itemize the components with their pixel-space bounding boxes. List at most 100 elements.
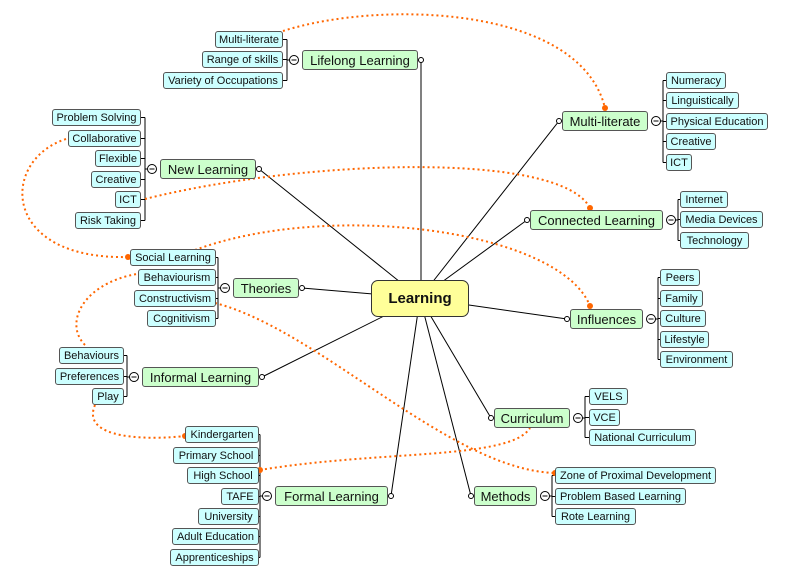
central-connector [419,297,492,419]
leaf-environment-label: Environment [665,353,728,366]
leaf-preferences-label: Preferences [59,370,120,383]
leaf-primary-school-label: Primary School [178,449,254,462]
leaf-zone-of-proximal-development[interactable]: Zone of Proximal Development [555,467,716,484]
leaf-problem-based-learning-label: Problem Based Learning [559,490,682,503]
leaf-rote-learning[interactable]: Rote Learning [555,508,636,525]
leaf-flexible-label: Flexible [99,152,137,165]
leaf-risk-taking-label: Risk Taking [79,214,137,227]
leaf-problem-solving[interactable]: Problem Solving [52,109,141,126]
connector-knob [564,316,570,322]
leaf-risk-taking[interactable]: Risk Taking [75,212,141,229]
leaf-creative[interactable]: Creative [666,133,716,150]
relationship-line [144,166,591,209]
leaf-high-school[interactable]: High School [187,467,259,484]
leaf-constructivism[interactable]: Constructivism [134,290,216,307]
topic-formal-label: Formal Learning [284,488,379,504]
leaf-technology[interactable]: Technology [680,232,749,249]
topic-multiliterate[interactable]: Multi-literate [562,111,648,131]
leaf-linguistically-label: Linguistically [671,94,734,107]
leaf-social-learning[interactable]: Social Learning [130,249,216,266]
connector-knob [256,166,262,172]
topic-theories[interactable]: Theories [233,278,299,298]
leaf-zone-of-proximal-development-label: Zone of Proximal Development [559,469,711,482]
leaf-collaborative-label: Collaborative [72,132,137,145]
leaf-ict[interactable]: ICT [115,191,141,208]
leaf-variety-of-occupations[interactable]: Variety of Occupations [163,72,283,89]
leaf-behaviours[interactable]: Behaviours [59,347,124,364]
leaf-physical-education-label: Physical Education [670,115,764,128]
topic-formal[interactable]: Formal Learning [275,486,388,506]
leaf-behaviours-label: Behaviours [63,349,120,362]
leaf-lifestyle[interactable]: Lifestyle [660,331,709,348]
relationship-arrowhead-icon [125,254,131,260]
leaf-multi-literate[interactable]: Multi-literate [215,31,283,48]
central-connector [419,120,560,299]
topic-curriculum[interactable]: Curriculum [494,408,570,428]
leaf-cognitivism[interactable]: Cognitivism [147,310,216,327]
leaf-creative-label: Creative [670,135,712,148]
central-topic-learning[interactable]: Learning [371,280,469,317]
leaf-play[interactable]: Play [92,388,124,405]
leaf-flexible[interactable]: Flexible [95,150,141,167]
relationship-arrowhead-icon [587,205,593,211]
connector-knob [388,493,394,499]
leaf-preferences[interactable]: Preferences [55,368,124,385]
topic-methods[interactable]: Methods [474,486,537,506]
leaf-adult-education[interactable]: Adult Education [172,528,259,545]
relationship-line [282,13,606,109]
leaf-internet-label: Internet [685,193,723,206]
leaf-kindergarten[interactable]: Kindergarten [185,426,259,443]
leaf-problem-based-learning[interactable]: Problem Based Learning [555,488,686,505]
leaf-multi-literate-label: Multi-literate [219,33,279,46]
leaf-national-curriculum[interactable]: National Curriculum [589,429,696,446]
leaf-environment[interactable]: Environment [660,351,733,368]
leaf-numeracy-label: Numeracy [670,74,722,87]
leaf-culture[interactable]: Culture [660,310,706,327]
topic-informal[interactable]: Informal Learning [142,367,259,387]
topic-informal-label: Informal Learning [149,369,252,385]
connector-knob [488,415,494,421]
topic-connected[interactable]: Connected Learning [530,210,663,230]
leaf-family[interactable]: Family [660,290,703,307]
leaf-variety-of-occupations-label: Variety of Occupations [168,74,278,87]
topic-lifelong[interactable]: Lifelong Learning [302,50,418,70]
leaf-technology-label: Technology [686,234,743,247]
topic-newlearning[interactable]: New Learning [160,159,256,179]
leaf-creative[interactable]: Creative [91,171,141,188]
leaf-range-of-skills[interactable]: Range of skills [202,51,283,68]
leaf-physical-education[interactable]: Physical Education [666,113,768,130]
leaf-collaborative[interactable]: Collaborative [68,130,141,147]
topic-influences[interactable]: Influences [570,309,643,329]
leaf-rote-learning-label: Rote Learning [560,510,631,523]
leaf-vce[interactable]: VCE [589,409,620,426]
leaf-university[interactable]: University [198,508,259,525]
topic-methods-label: Methods [480,488,531,504]
leaf-ict[interactable]: ICT [666,154,692,171]
leaf-internet[interactable]: Internet [680,191,728,208]
leaf-behaviourism-label: Behaviourism [143,271,211,284]
leaf-media-devices[interactable]: Media Devices [680,211,763,228]
leaf-linguistically[interactable]: Linguistically [666,92,739,109]
leaf-primary-school[interactable]: Primary School [173,447,259,464]
leaf-culture-label: Culture [665,312,701,325]
connector-knob [556,118,562,124]
central-connector [258,168,421,299]
leaf-national-curriculum-label: National Curriculum [594,431,691,444]
leaf-apprenticeships-label: Apprenticeships [175,551,254,564]
leaf-high-school-label: High School [193,469,253,482]
leaf-vels[interactable]: VELS [589,388,628,405]
connector-knob [259,374,265,380]
leaf-social-learning-label: Social Learning [135,251,211,264]
relationship-line [21,138,129,259]
topic-influences-label: Influences [576,311,637,327]
leaf-behaviourism[interactable]: Behaviourism [138,269,216,286]
leaf-numeracy[interactable]: Numeracy [666,72,726,89]
topic-theories-label: Theories [240,280,292,296]
relationship-line [214,302,556,474]
leaf-apprenticeships[interactable]: Apprenticeships [170,549,259,566]
leaf-tafe-label: TAFE [226,490,254,503]
leaf-university-label: University [204,510,253,523]
leaf-peers[interactable]: Peers [660,269,700,286]
leaf-tafe[interactable]: TAFE [221,488,259,505]
